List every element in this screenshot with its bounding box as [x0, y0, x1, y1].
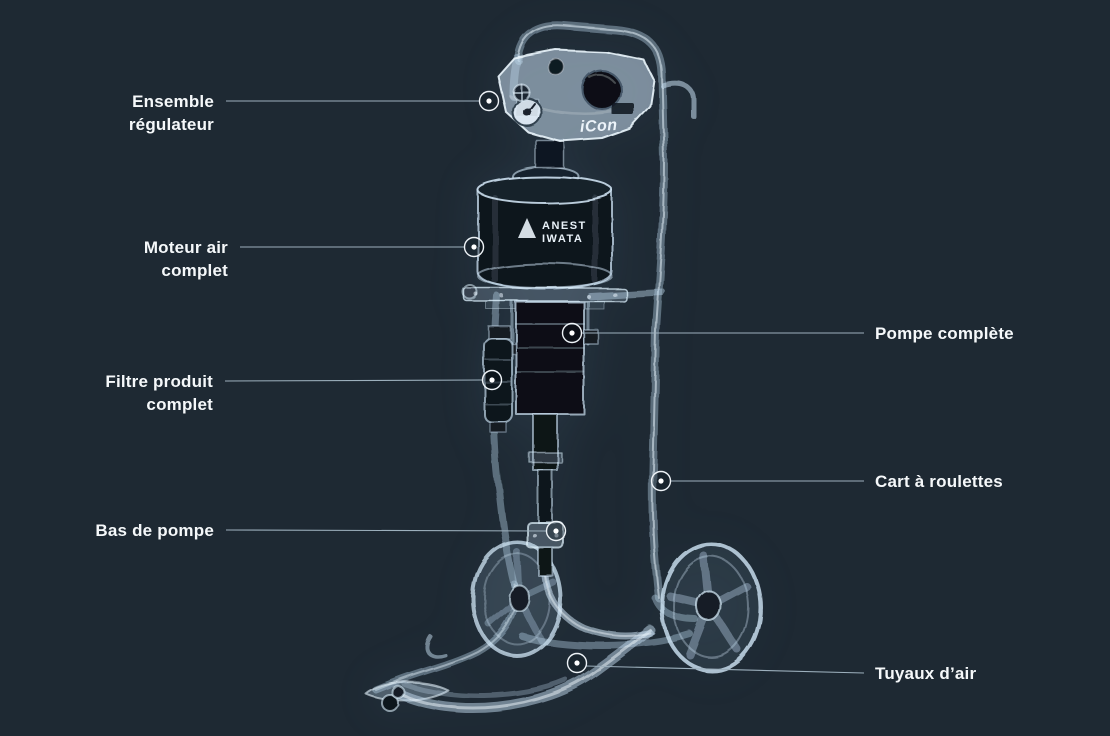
regulator-model-text: iCon: [580, 117, 618, 136]
callout-ensemble-regulateur: [226, 90, 500, 112]
cord-hook: [424, 634, 447, 659]
anest-iwata-logo-icon: [518, 218, 536, 238]
label-moteur-air-complet: Moteur air complet: [143, 238, 228, 280]
label-cart-a-roulettes: Cart à roulettes: [875, 472, 1003, 491]
caster-wheel: [381, 694, 399, 712]
pump-lower: [526, 413, 564, 577]
right-wheel: [660, 542, 762, 672]
gun-hook: [660, 81, 696, 119]
callout-moteur-air-complet: [240, 236, 485, 258]
callout-filtre-produit-complet: [224, 369, 503, 391]
callout-bas-de-pompe: [225, 520, 567, 542]
air-hoses: [391, 625, 655, 714]
brand-chip: [612, 103, 634, 115]
label-tuyaux-air: Tuyaux d’air: [875, 664, 977, 683]
air-motor: [462, 156, 613, 300]
regulator-assembly: [497, 49, 655, 169]
label-pompe-complete: Pompe complète: [875, 324, 1014, 343]
suction-tube: [541, 572, 654, 640]
callout-tuyaux-air: [566, 652, 865, 674]
fluid-filter: [483, 325, 513, 433]
pump-body: [501, 300, 599, 415]
illustration-text: ANEST IWATA iCon: [518, 117, 618, 245]
label-bas-de-pompe: Bas de pompe: [95, 521, 214, 540]
motor-brand-line1: ANEST: [542, 220, 587, 232]
callout-cart-a-roulettes: [650, 470, 864, 492]
motor-brand-line2: IWATA: [542, 233, 583, 245]
callout-pompe-complete: [561, 322, 864, 344]
label-filtre-produit-complet: Filtre produit complet: [105, 372, 213, 414]
label-ensemble-regulateur: Ensemble régulateur: [128, 92, 214, 134]
